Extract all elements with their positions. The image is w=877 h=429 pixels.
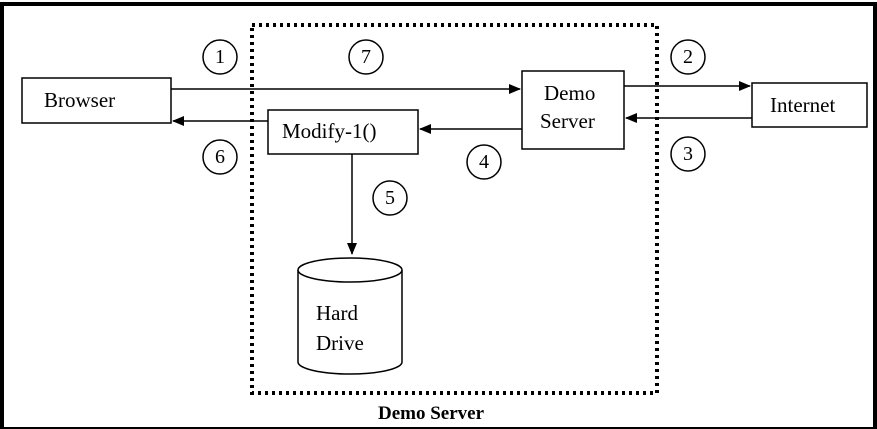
step-number-7: 7	[361, 46, 371, 68]
hard-drive-label-line2: Drive	[316, 331, 364, 355]
modify-label: Modify-1()	[282, 119, 377, 143]
step-circle-3	[670, 136, 706, 172]
demo-server-label-line1: Demo	[544, 81, 596, 105]
step-number-3: 3	[683, 143, 693, 165]
step-number-6: 6	[215, 146, 225, 168]
browser-label: Browser	[44, 88, 116, 112]
demo-server-boundary	[250, 23, 659, 395]
step-number-1: 1	[215, 46, 225, 68]
demo-server-label-line2: Server	[540, 109, 595, 133]
step-circle-5	[372, 180, 408, 216]
step-circle-6	[202, 139, 238, 175]
internet-box	[751, 82, 868, 128]
step-circle-4	[466, 144, 502, 180]
internet-label: Internet	[770, 93, 836, 117]
step-number-2: 2	[683, 46, 693, 68]
step-circle-7	[348, 39, 384, 75]
hard-drive-label-line1: Hard	[316, 301, 358, 325]
step-number-5: 5	[385, 187, 395, 209]
hard-drive-cylinder	[297, 257, 403, 375]
modify-box	[267, 109, 419, 155]
step-circle-2	[670, 39, 706, 75]
browser-box	[21, 77, 172, 124]
demo-server-box	[521, 70, 625, 150]
step-circle-1	[202, 39, 238, 75]
step-number-4: 4	[479, 151, 489, 173]
diagram-caption: Demo Server	[378, 403, 485, 424]
